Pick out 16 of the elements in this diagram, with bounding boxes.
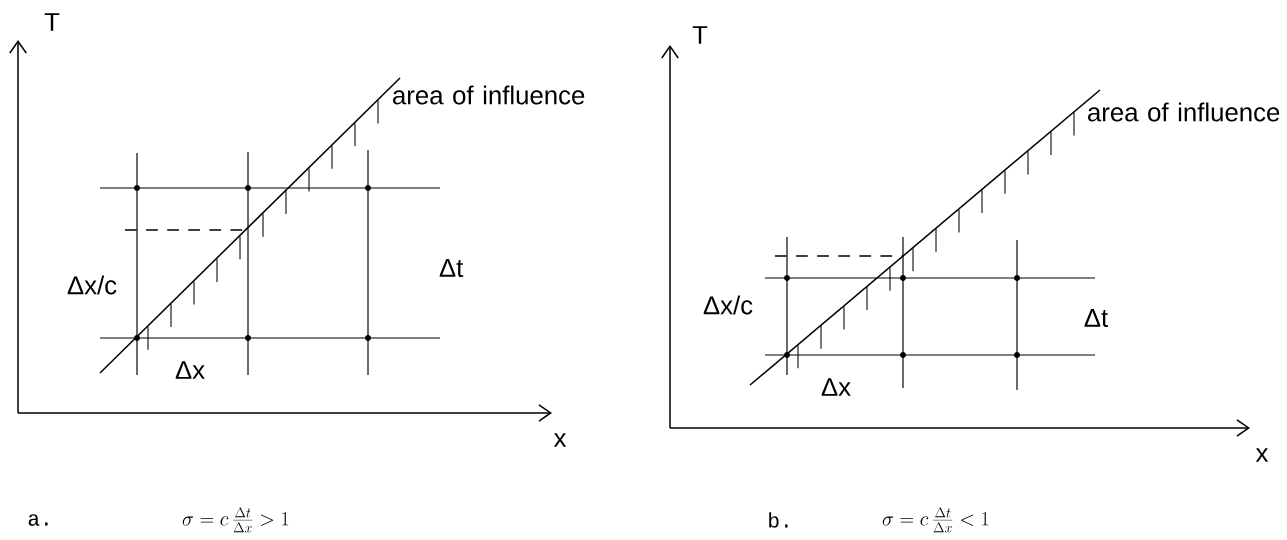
dimension-label: Δx/c [67, 275, 117, 295]
dimension-label: Δx [175, 361, 205, 379]
panel-label: a. [28, 514, 48, 526]
formula: $\sigma = c\,\frac{\Delta t}{\Delta x} < 1$ [882, 507, 989, 533]
annotation-text: area of influence [1088, 102, 1280, 122]
axis-label: x [1255, 448, 1269, 462]
dimension-label: Δt [439, 259, 464, 277]
formula: $\sigma = c\,\frac{\Delta t}{\Delta x} > 1$ [182, 507, 289, 533]
dimension-label: Δx/c [703, 295, 753, 315]
annotation-text: area of influence [393, 85, 585, 105]
dimension-label: Δt [1084, 309, 1108, 327]
panel-label: b. [769, 512, 788, 528]
dimension-label: Δx [821, 378, 851, 396]
axis-label: T [692, 26, 708, 44]
axis-label: T [44, 13, 60, 31]
axis-label: x [553, 433, 567, 447]
